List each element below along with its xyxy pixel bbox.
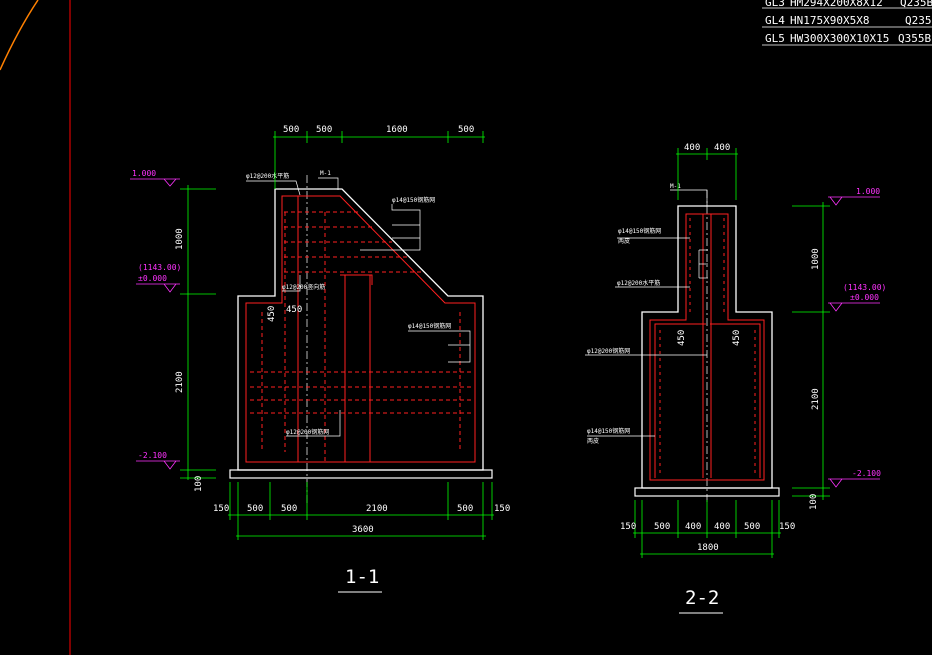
section-1-left-dim: 1000 [175,228,185,250]
section-2-total-width: 1800 [697,543,719,553]
table-code: GL4 [765,14,785,27]
section-2-bottom-dim: 150 [620,522,636,532]
section-2-bottom-dim: 500 [654,522,670,532]
section-1-note-bottom-bar: φ12@200钢筋网 [286,428,329,436]
section-2-note-bottom-a: φ14@150钢筋网 [587,427,630,435]
section-2-right-dim: 1000 [811,248,821,270]
table-grade: Q235B [900,0,932,9]
section-1-top-dim: 500 [316,125,332,135]
section-2-leaders [585,189,708,437]
section-2-right-dim: 100 [809,494,819,510]
section-1-elev-top: 1.000 [132,169,156,178]
section-1-depth-450-vertical: 450 [267,306,277,322]
table-grade: Q355B [898,32,931,45]
section-1-bottom-dim: 500 [457,504,473,514]
section-1-bottom-dim-chain [228,482,494,540]
section-2-right-dim-chain [792,202,830,500]
section-1-note-side-bar: φ14@150钢筋网 [408,322,451,330]
section-2-m1-label: M-1 [670,183,681,190]
section-2-title: 2-2 [685,587,719,609]
section-1-bottom-dim: 500 [281,504,297,514]
section-1-title: 1-1 [345,566,379,588]
section-1-rebar [245,195,476,463]
table-spec: HN175X90X5X8 [790,14,869,27]
section-1-note-stirrup: φ12@200竖向筋 [282,283,325,291]
steel-member-table: GL3 HM294X200X8X12 Q235B GL4 HN175X90X5X… [762,0,932,46]
section-2-elev-bottom: -2.100 [852,469,881,478]
section-2-bottom-dim: 150 [779,522,795,532]
section-1-m1-label: M-1 [320,170,331,177]
section-1-note-slope-bar: φ14@150钢筋网 [392,196,435,204]
section-1-top-dim: 1600 [386,125,408,135]
section-2-note-top-a: φ14@150钢筋网 [618,227,661,235]
section-2-bottom-dim: 500 [744,522,760,532]
section-2-elev-mid-a: (1143.00) [843,283,886,292]
section-2-note-stirrup: φ12@200钢筋网 [587,347,630,355]
table-spec: HW300X300X10X15 [790,32,889,45]
section-2-elevation-marks [828,196,880,488]
section-1-footing[interactable] [229,469,493,479]
section-1-left-dim-chain [180,185,216,480]
section-1-1[interactable]: M-1 φ12@200水平筋 φ14@150钢筋网 φ12@200竖向筋 φ14… [130,125,510,593]
section-2-bottom-dim-chain [633,500,781,558]
section-1-left-dim: 2100 [175,371,185,393]
section-1-bottom-dim: 2100 [366,504,388,514]
section-2-right-dim: 2100 [811,388,821,410]
section-2-top-dim: 400 [684,143,700,153]
section-1-note-top-bar: φ12@200水平筋 [246,172,289,180]
section-1-bottom-dim: 500 [247,504,263,514]
section-2-rebar [649,213,765,481]
section-2-note-bottom-b: 两皮 [587,437,599,445]
section-2-bottom-dim: 400 [714,522,730,532]
table-grade: Q235 [905,14,932,27]
section-2-note-mid: φ12@200水平筋 [617,279,660,287]
section-2-bottom-dim: 400 [685,522,701,532]
section-1-elev-mid-a: (1143.00) [138,263,181,272]
section-1-bottom-dim: 150 [494,504,510,514]
table-code: GL3 [765,0,785,9]
orange-arc-line [0,0,39,71]
section-2-top-dim-chain [676,148,738,200]
section-1-elev-mid-b: ±0.000 [138,274,167,283]
section-1-elevation-marks [130,178,180,470]
section-1-left-dim: 100 [194,476,204,492]
table-code: GL5 [765,32,785,45]
section-2-top-dim: 400 [714,143,730,153]
section-2-depth-a: 450 [677,330,687,346]
section-1-leaders [246,177,471,437]
section-1-total-width: 3600 [352,525,374,535]
section-1-top-dim: 500 [458,125,474,135]
section-1-top-dim: 500 [283,125,299,135]
section-1-depth-450: 450 [286,305,302,315]
section-2-depth-b: 450 [732,330,742,346]
section-2-note-top-b: 两皮 [618,237,630,245]
table-spec: HM294X200X8X12 [790,0,883,9]
section-2-elev-top: 1.000 [856,187,880,196]
section-1-top-dim-chain [273,131,485,189]
section-2-elev-mid-b: ±0.000 [850,293,879,302]
section-1-elev-bottom: -2.100 [138,451,167,460]
section-2-2[interactable]: M-1 φ14@150钢筋网 两皮 φ12@200水平筋 φ12@200钢筋网 … [585,143,886,614]
section-1-bottom-dim: 150 [213,504,229,514]
